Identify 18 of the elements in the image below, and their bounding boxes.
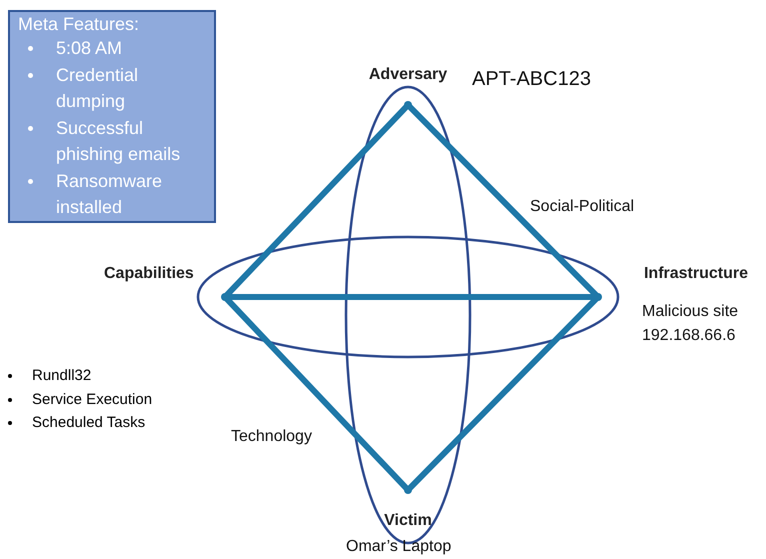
vertex-label: Infrastructure: [644, 265, 748, 283]
panel-heading: Meta Features:: [18, 14, 140, 35]
bullet-item: Credential dumping: [56, 64, 138, 111]
meta-feature-label: Social-Political: [530, 198, 634, 216]
bullet-item: Successful phishing emails: [56, 118, 180, 164]
meta-features-panel: [8, 10, 216, 223]
annotation-text: APT-ABC123: [472, 68, 591, 91]
vertex-label: Victim: [384, 512, 432, 530]
annotation-text: Omar’s Laptop: [346, 538, 452, 556]
bullet-item: Ransomware installed: [56, 170, 162, 217]
vertex-label: Adversary: [368, 66, 448, 84]
bullet-item: 5:08 AM: [56, 38, 122, 58]
meta-feature-label: Technology: [231, 428, 312, 446]
bullet-item: Service Execution: [32, 390, 152, 408]
bullet-item: Rundll32: [32, 367, 92, 384]
vertex-label: Capabilities: [104, 265, 194, 283]
annotation-text: Malicious site 192.168.66.6: [642, 302, 740, 346]
bullet-item: Scheduled Tasks: [32, 414, 146, 431]
